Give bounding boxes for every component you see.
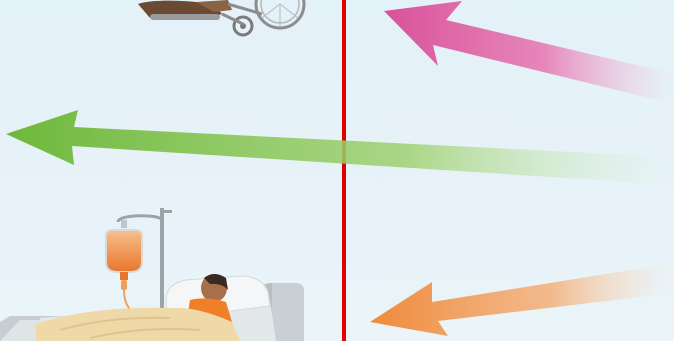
divider-line bbox=[342, 0, 346, 341]
